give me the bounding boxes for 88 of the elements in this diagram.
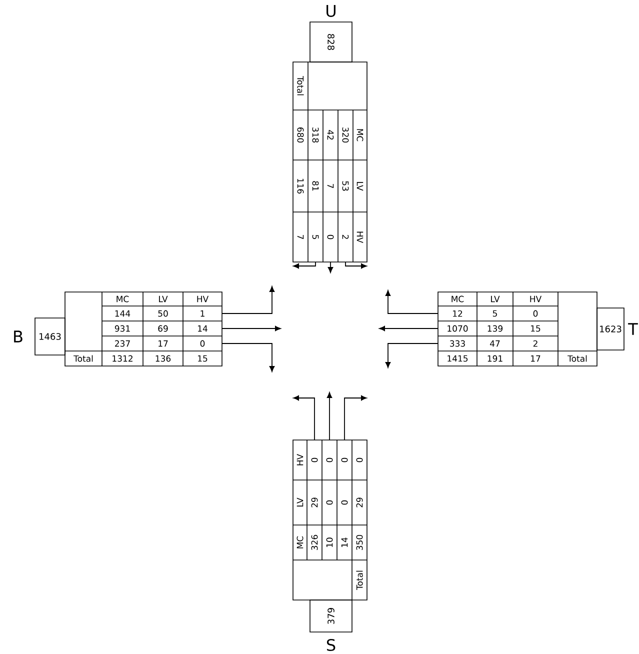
arrow <box>379 326 438 332</box>
total-box: 1463 <box>34 318 66 356</box>
arrow <box>385 290 438 314</box>
table-cell: 144 <box>115 310 130 317</box>
table-cell: 12 <box>453 310 462 317</box>
table-cell: 1415 <box>448 355 468 362</box>
arrow <box>222 286 275 314</box>
table-cell: 0 <box>341 500 348 505</box>
table-cell: 326 <box>311 534 318 550</box>
table-cell: 136 <box>156 355 171 362</box>
approach-label: T <box>628 323 638 335</box>
arrow <box>385 343 438 368</box>
arrow <box>222 326 281 332</box>
table-cell: HV <box>197 296 209 302</box>
total-box: 1623 <box>596 308 624 350</box>
count-table <box>438 292 598 366</box>
table-cell: HV <box>356 232 364 244</box>
table-cell: MC <box>452 296 464 302</box>
table-cell: 191 <box>488 355 502 362</box>
count-table <box>292 440 368 600</box>
table-cell: 0 <box>356 458 363 462</box>
table-cell: 237 <box>115 340 130 347</box>
table-cell: 139 <box>488 325 502 332</box>
arrow <box>222 343 275 372</box>
table-cell: Total <box>568 355 587 362</box>
table-cell: 0 <box>326 458 333 462</box>
table-cell: 69 <box>158 325 168 332</box>
table-cell: MC <box>296 536 304 548</box>
arrow <box>344 395 367 440</box>
table-cell: 0 <box>327 234 334 240</box>
table-cell: 5 <box>312 234 319 239</box>
table-cell: LV <box>159 296 168 302</box>
table-cell: 318 <box>312 128 319 143</box>
table-cell: 931 <box>114 325 130 332</box>
table-cell: 116 <box>297 178 304 194</box>
table-cell: 15 <box>198 355 208 362</box>
table-cell: HV <box>296 454 304 466</box>
table-cell: LV <box>296 498 304 506</box>
arrow <box>345 262 367 269</box>
table-cell: 10 <box>326 538 333 547</box>
table-cell: 29 <box>356 498 363 508</box>
table-cell: MC <box>116 296 129 302</box>
table-cell: 0 <box>311 458 318 462</box>
arrow <box>328 262 334 273</box>
table-cell: 2 <box>533 340 538 347</box>
table-cell: 14 <box>198 325 208 332</box>
approach-label: B <box>14 330 22 342</box>
table-cell: 17 <box>158 340 168 347</box>
table-cell: 15 <box>531 325 540 332</box>
table-cell: 5 <box>492 310 497 317</box>
table-cell: 47 <box>490 340 500 347</box>
table-cell: Total <box>356 570 363 590</box>
total-box: 828 <box>310 22 352 62</box>
table-cell: Total <box>297 76 304 96</box>
table-cell: 333 <box>450 340 465 347</box>
arrow <box>293 262 316 269</box>
arrow <box>293 395 315 440</box>
table-cell: 1070 <box>448 325 468 332</box>
table-cell: 0 <box>341 458 348 462</box>
table-cell: 1312 <box>112 355 132 362</box>
table-cell: MC <box>356 129 364 142</box>
table-cell: 7 <box>297 235 304 239</box>
table-cell: LV <box>491 296 500 302</box>
table-cell: HV <box>530 296 542 302</box>
table-cell: 0 <box>200 340 205 347</box>
table-cell: 0 <box>533 310 538 317</box>
approach-label: S <box>326 638 336 652</box>
table-cell: 53 <box>342 181 349 191</box>
table-cell: 680 <box>297 128 304 143</box>
table-cell: Total <box>74 355 93 362</box>
table-cell: 42 <box>327 130 334 140</box>
table-cell: 50 <box>158 310 168 317</box>
table-cell: 7 <box>327 184 334 188</box>
table-cell: 1 <box>200 310 204 317</box>
table-cell: 0 <box>326 500 333 505</box>
table-cell: 14 <box>341 538 348 547</box>
total-box: 379 <box>310 600 352 632</box>
table-cell: 350 <box>356 534 363 550</box>
table-cell: 320 <box>342 128 349 143</box>
table-cell: LV <box>356 182 364 191</box>
table-cell: 29 <box>311 498 318 508</box>
table-cell: 81 <box>312 181 319 191</box>
count-table <box>292 62 368 262</box>
count-table <box>64 292 222 366</box>
table-cell: 2 <box>342 234 349 239</box>
approach-label: U <box>326 5 336 17</box>
table-cell: 17 <box>531 355 540 362</box>
arrow <box>326 392 332 440</box>
